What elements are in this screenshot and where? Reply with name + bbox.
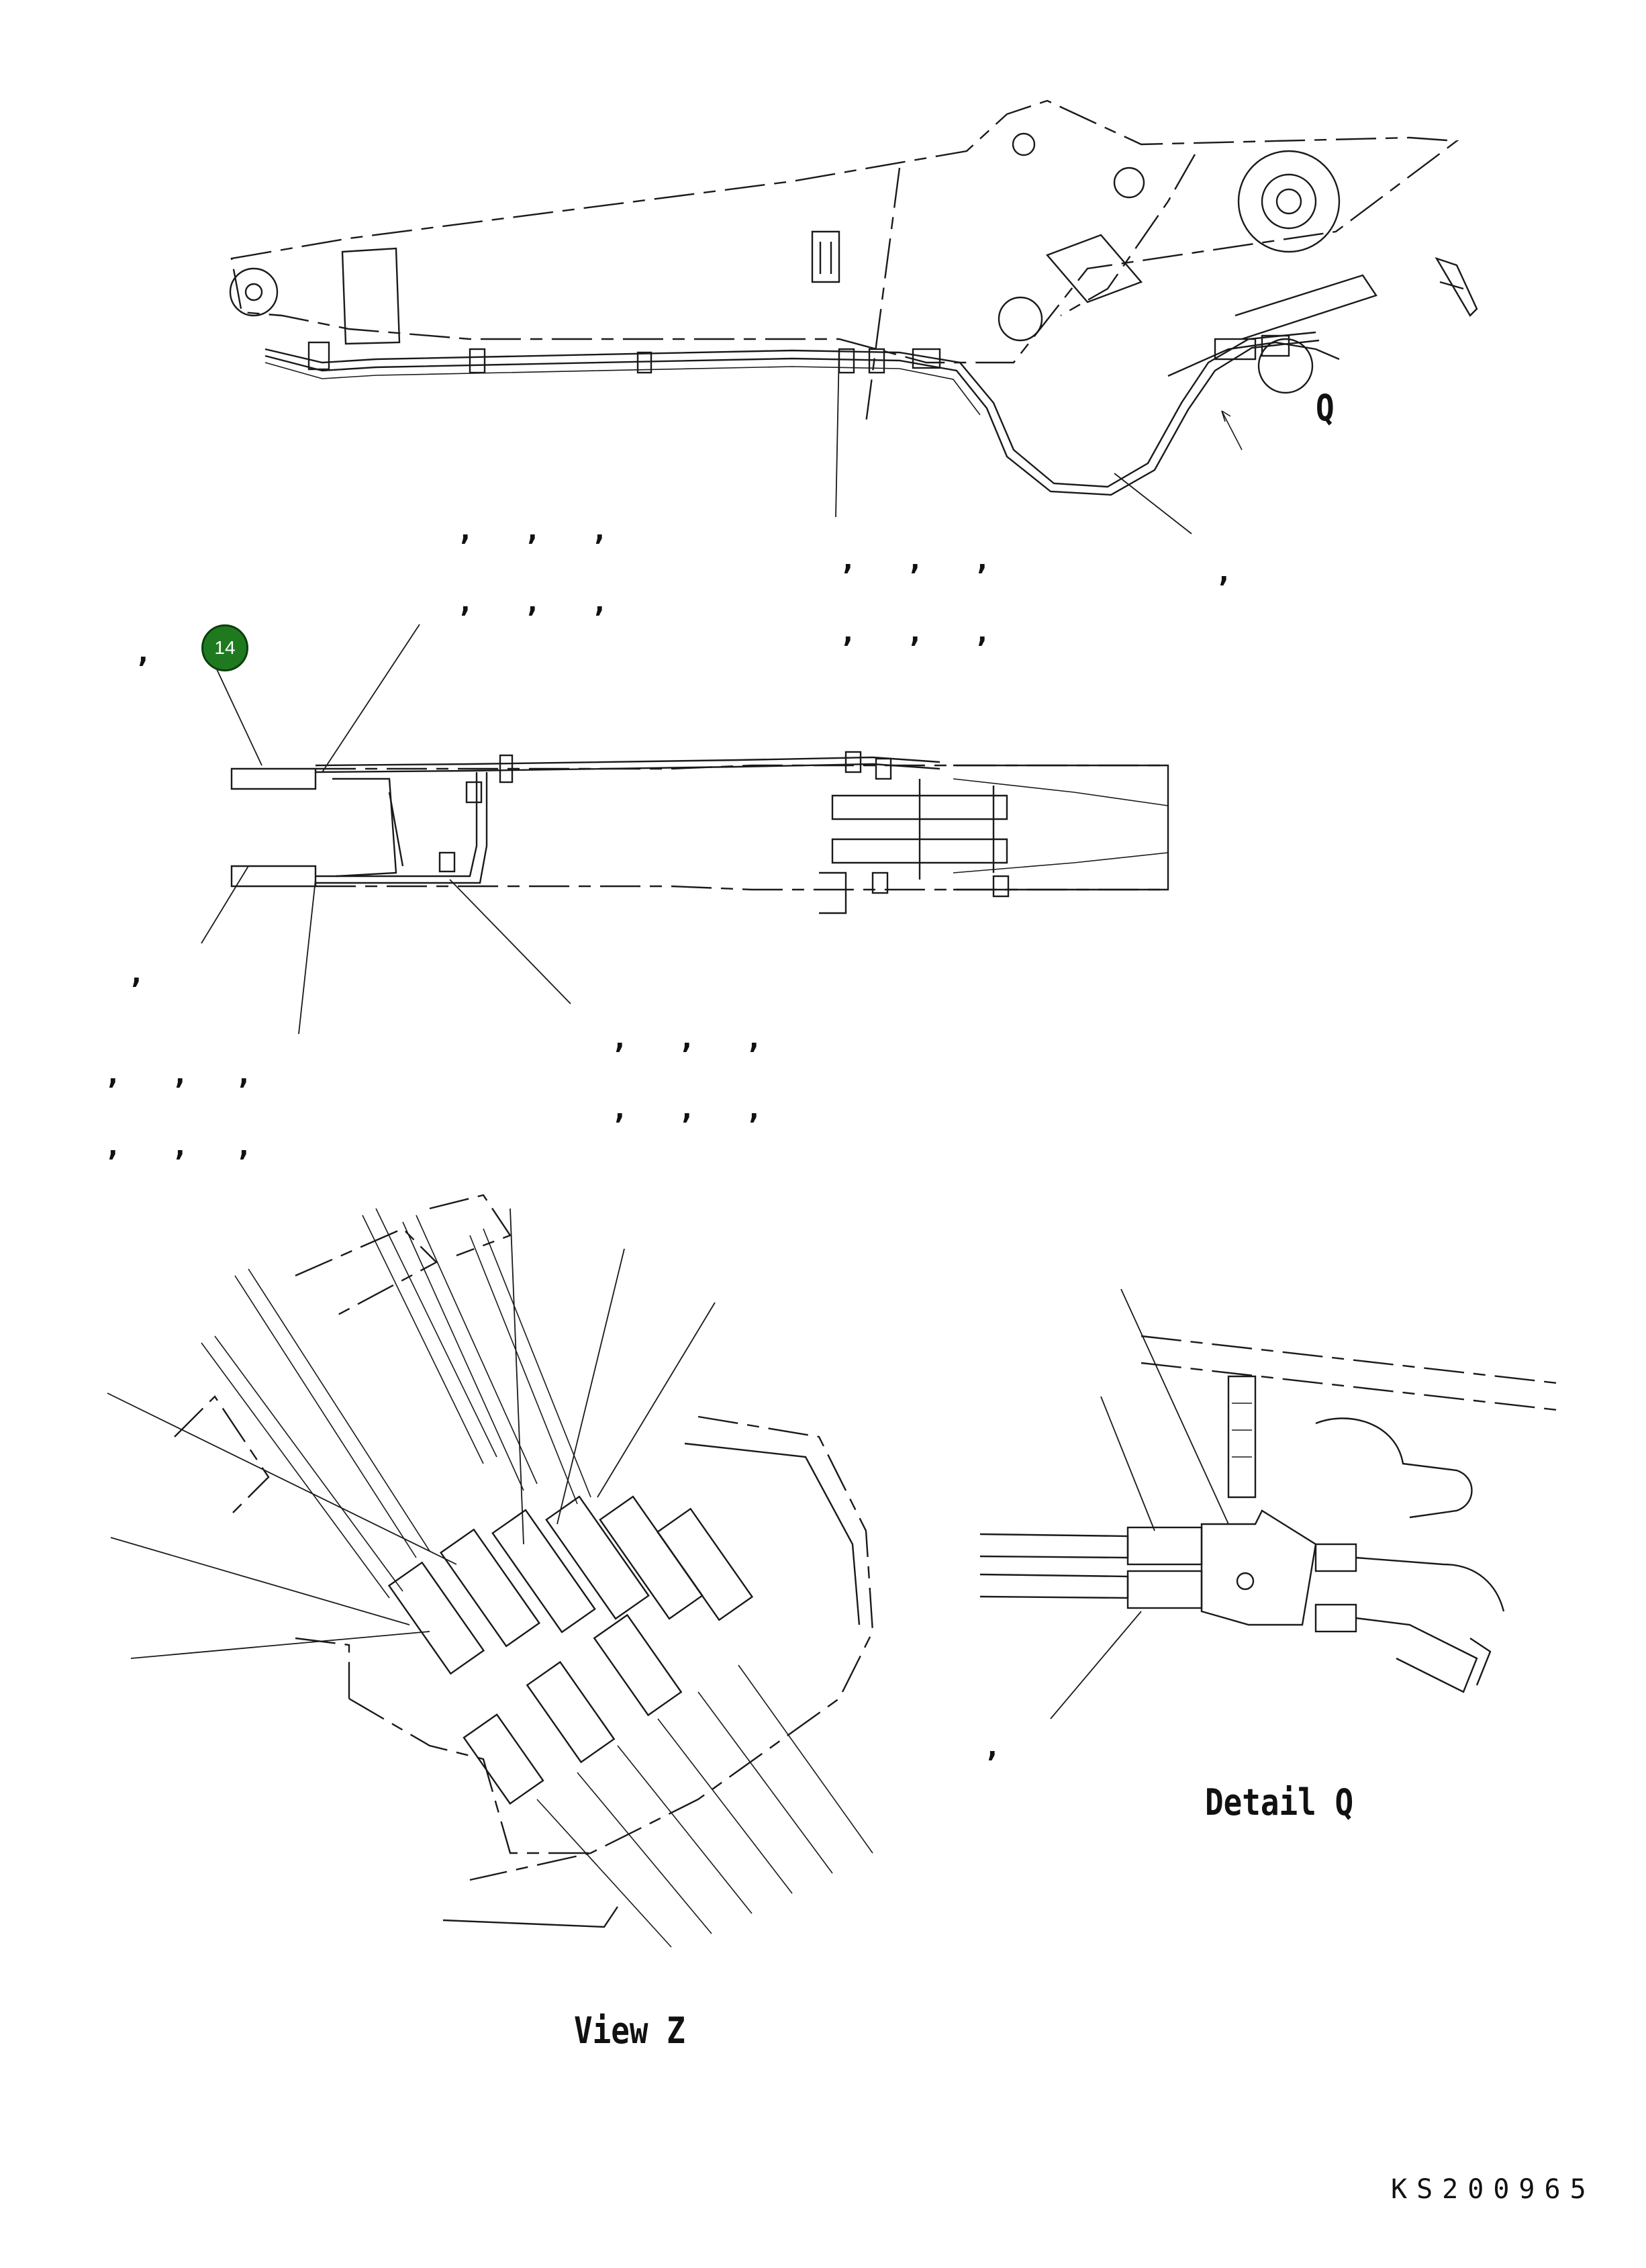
ref-comma: , [134, 635, 152, 669]
callout-badge-14[interactable]: 14 [201, 624, 248, 671]
ref-comma: , [973, 542, 991, 577]
ref-comma: , [104, 1129, 122, 1163]
ref-comma: , [906, 542, 924, 577]
ref-comma: , [839, 615, 857, 649]
ref-comma: , [524, 513, 542, 547]
ref-comma: , [104, 1057, 122, 1091]
ref-comma: , [591, 513, 609, 547]
ref-comma: , [171, 1129, 189, 1163]
ref-comma: , [591, 585, 609, 619]
detail-q-marker: Q [1316, 387, 1335, 429]
ref-comma: , [235, 1057, 253, 1091]
boom-side-view [229, 99, 1478, 534]
ref-comma: , [973, 615, 991, 649]
ref-comma: , [839, 542, 857, 577]
ref-comma: , [745, 1021, 763, 1055]
drawing-code: KS200965 [1391, 2174, 1596, 2205]
ref-comma: , [171, 1057, 189, 1091]
ref-comma: , [611, 1021, 629, 1055]
ref-comma: , [1215, 555, 1233, 589]
ref-comma: , [524, 585, 542, 619]
ref-comma: , [906, 615, 924, 649]
ref-comma: , [745, 1092, 763, 1126]
view-z-title: View Z [574, 2010, 685, 2052]
ref-comma: , [983, 1730, 1002, 1764]
view-z-drawing [107, 1194, 874, 1948]
ref-comma: , [678, 1092, 696, 1126]
ref-comma: , [678, 1021, 696, 1055]
ref-comma: , [128, 956, 146, 990]
boom-top-view [201, 624, 1169, 1035]
detail-q-title: Detail Q [1205, 1781, 1354, 1824]
ref-comma: , [235, 1129, 253, 1163]
ref-comma: , [456, 585, 475, 619]
ref-comma: , [456, 513, 475, 547]
coupler-row [387, 1495, 754, 1805]
ref-comma: , [611, 1092, 629, 1126]
detail-q-drawing [979, 1288, 1558, 1719]
